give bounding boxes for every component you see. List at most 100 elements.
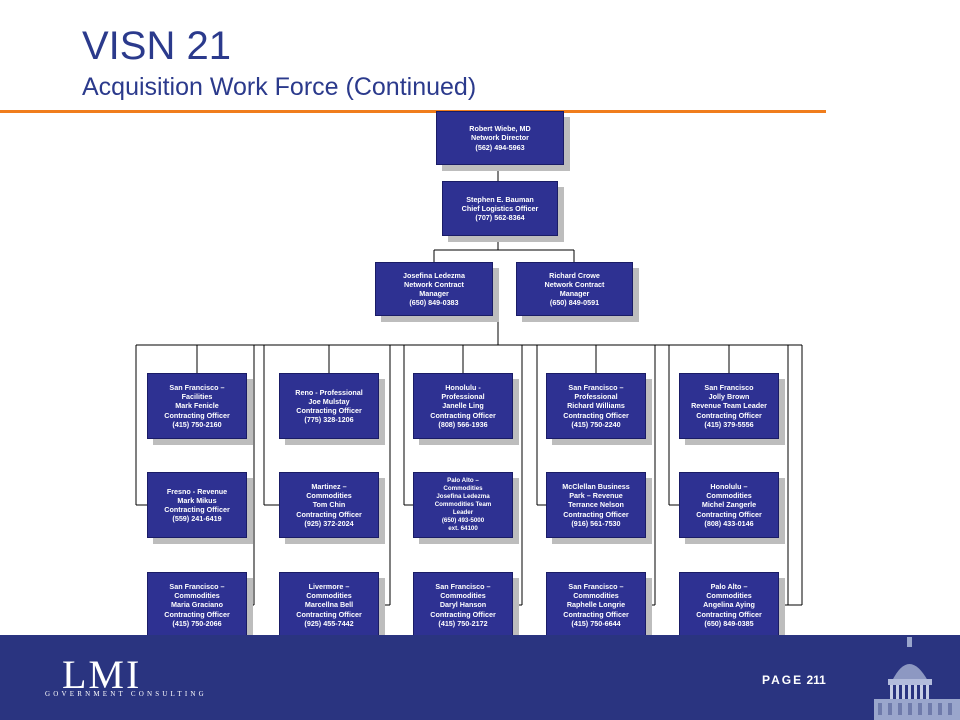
page-number: PAGE 211: [762, 673, 826, 687]
box-line: Network Director: [471, 133, 529, 143]
box-line: Commodities: [573, 591, 619, 601]
box-line: (415) 750-2240: [571, 419, 621, 429]
box-line: Professional: [574, 392, 618, 402]
box-line: Contracting Officer: [430, 609, 496, 619]
box-line: (808) 566-1936: [438, 419, 488, 429]
box-line: Josefina Ledezma: [436, 493, 490, 501]
box-line: (415) 379-5556: [704, 419, 754, 429]
box-line: Commodities: [174, 591, 220, 601]
box-line: Robert Wiebe, MD: [469, 124, 531, 134]
box-line: Contracting Officer: [296, 609, 362, 619]
box-line: Jolly Brown: [708, 392, 750, 402]
box-line: San Francisco –: [568, 382, 624, 392]
box-line: Tom Chin: [312, 500, 346, 510]
box-line: (925) 455-7442: [304, 618, 354, 628]
box-line: Commodities: [706, 491, 752, 501]
box-line: Janelle Ling: [442, 401, 484, 411]
footer-bar: LMI GOVERNMENT CONSULTING PAGE 211: [0, 635, 960, 720]
box-line: (650) 849-0385: [704, 618, 754, 628]
box-line: ext. 64100: [448, 524, 478, 532]
box-line: Contracting Officer: [696, 509, 762, 519]
box-line: Marcellna Bell: [304, 600, 354, 610]
box-line: (415) 750-6644: [571, 618, 621, 628]
box-line: (650) 849-0591: [549, 298, 600, 308]
box-line: Network Contract: [544, 279, 605, 289]
box-line: (707) 562-8364: [475, 213, 525, 223]
box-line: Stephen E. Bauman: [466, 194, 534, 204]
capitol-dome-icon: [862, 635, 960, 720]
box-line: Palo Alto –: [710, 581, 748, 591]
box-line: Contracting Officer: [563, 609, 629, 619]
box-line: Contracting Officer: [563, 509, 629, 519]
box-line: Commodities: [306, 491, 352, 501]
box-line: (650) 849-0383: [409, 298, 459, 308]
box-line: Richard Crowe: [549, 270, 600, 280]
box-line: (650) 493-5000: [441, 516, 485, 524]
box-line: (415) 750-2172: [438, 618, 488, 628]
box-line: (562) 494-5963: [475, 142, 525, 152]
box-line: Palo Alto –: [447, 477, 479, 485]
box-line: Commodities: [706, 591, 752, 601]
box-line: Manager: [559, 289, 590, 298]
slide-subtitle: Acquisition Work Force (Continued): [82, 73, 477, 101]
box-line: Professional: [441, 392, 485, 402]
box-line: Chief Logistics Officer: [461, 203, 539, 213]
box-line: (415) 750-2160: [172, 419, 222, 429]
box-line: Richard Williams: [567, 401, 625, 411]
box-line: Park – Revenue: [569, 491, 623, 501]
box-line: Mark Fenicle: [175, 401, 219, 411]
box-line: Commodities: [306, 591, 352, 601]
box-line: Contracting Officer: [696, 609, 762, 619]
page-value: 211: [806, 673, 826, 687]
box-line: Contracting Officer: [696, 410, 762, 420]
box-line: San Francisco –: [169, 382, 225, 392]
box-line: Mark Mikus: [177, 495, 217, 505]
box-line: Raphelle Longrie: [566, 600, 626, 610]
box-line: Contracting Officer: [164, 505, 230, 514]
box-line: Contracting Officer: [296, 509, 362, 519]
box-line: San Francisco –: [169, 581, 225, 591]
box-line: Fresno - Revenue: [166, 486, 228, 496]
box-line: Maria Graciano: [171, 600, 223, 610]
box-line: Manager: [419, 289, 449, 298]
box-line: San Francisco –: [435, 581, 491, 591]
slide-title: VISN 21: [82, 24, 231, 68]
title-rule: [0, 110, 826, 113]
box-line: Martinez –: [311, 481, 347, 491]
box-line: Leader: [452, 508, 474, 516]
box-line: Contracting Officer: [296, 406, 362, 415]
page-label: PAGE: [762, 673, 804, 687]
